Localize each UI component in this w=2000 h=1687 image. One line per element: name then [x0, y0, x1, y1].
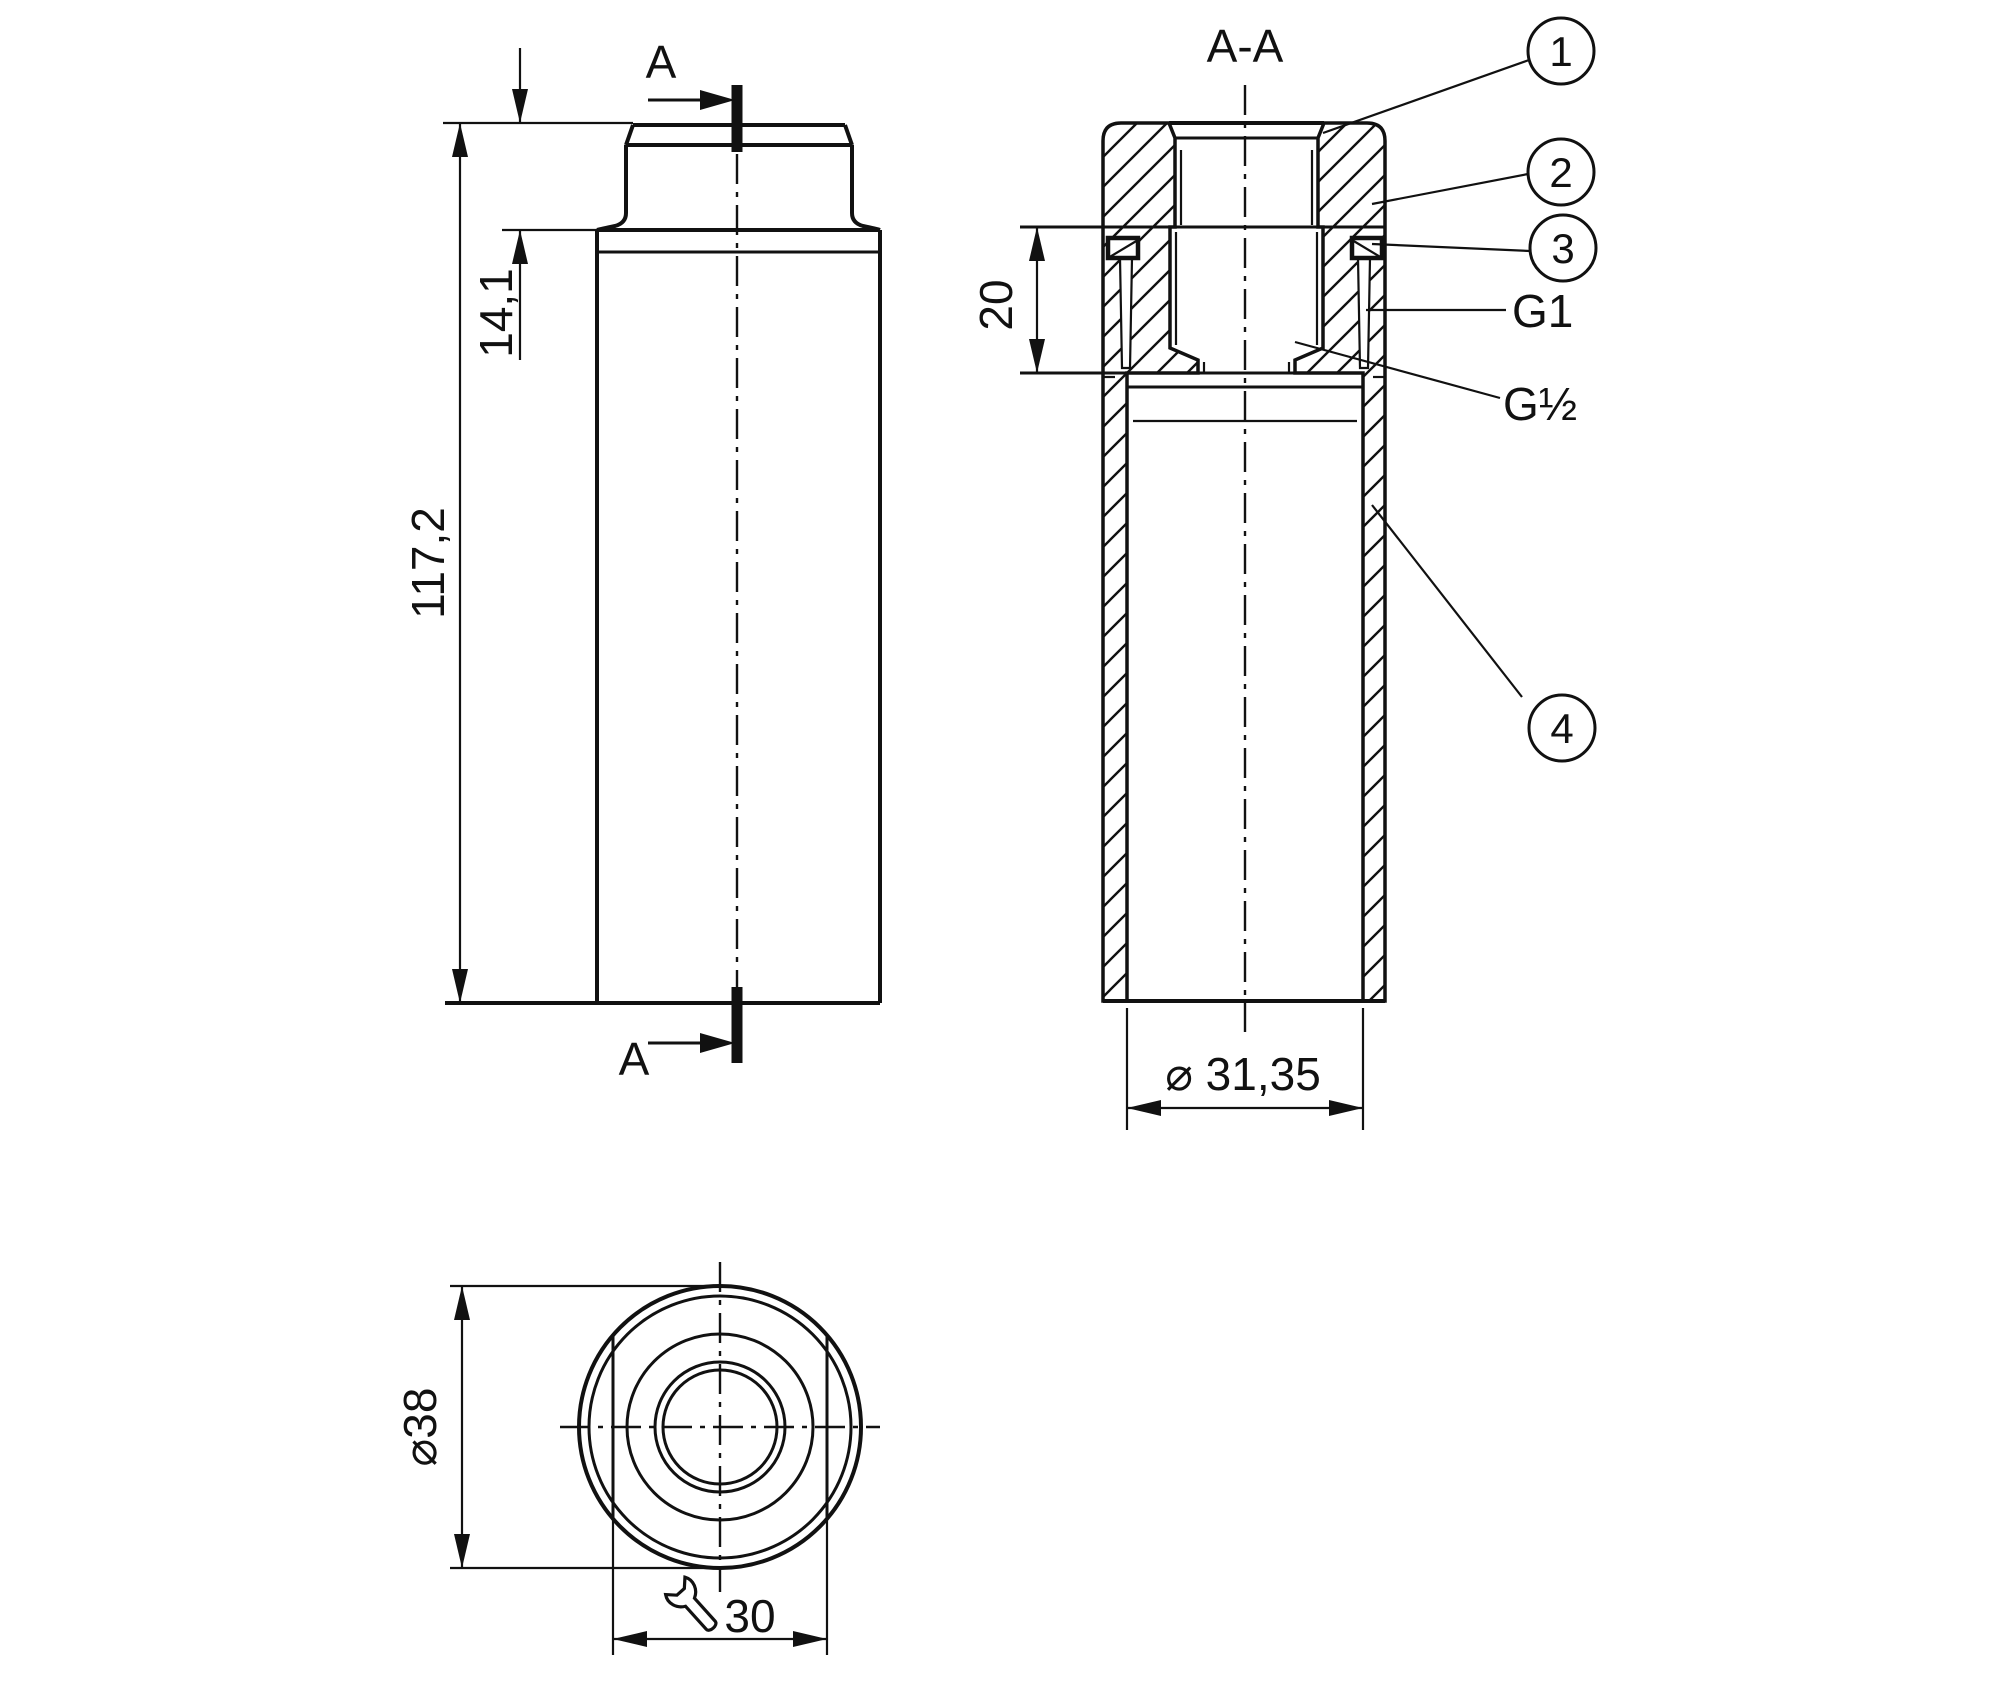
- section-view-title: A-A: [1207, 20, 1284, 72]
- seal-ring-right: [1349, 235, 1385, 261]
- balloon-4-label: 4: [1550, 705, 1573, 752]
- dim-hex-height-label: 14,1: [470, 268, 522, 358]
- front-view: A A 117,2: [402, 36, 882, 1085]
- dim-total-length-label: 117,2: [402, 507, 454, 619]
- thread-relief-left: [1118, 256, 1134, 370]
- section-label-bottom: A: [619, 1033, 650, 1085]
- section-arrow-top: [648, 90, 735, 110]
- balloon-4: [1527, 693, 1597, 763]
- seal-ring-left: [1105, 235, 1141, 261]
- front-view-part-outline: [445, 123, 882, 1005]
- balloon-2: [1526, 137, 1596, 207]
- dim-bore-diameter-label: ⌀ 31,35: [1165, 1048, 1321, 1100]
- dim-outer-diameter-label: ⌀38: [394, 1388, 446, 1467]
- balloon-3-label: 3: [1551, 225, 1574, 272]
- callout-column: 1 2 3 G1 G½ 4: [1294, 16, 1598, 763]
- dim-bore-diameter: ⌀ 31,35: [1125, 1008, 1365, 1130]
- section-internal-edges: [1020, 121, 1385, 1003]
- section-label-top: A: [646, 36, 677, 88]
- thread-label-g1: G1: [1512, 285, 1573, 337]
- balloon-2-label: 2: [1549, 149, 1572, 196]
- balloon-3: [1528, 213, 1598, 283]
- thread-label-g-half: G½: [1503, 378, 1577, 430]
- section-view: A-A: [970, 16, 1598, 1130]
- dim-total-length: 117,2: [402, 121, 633, 1003]
- dim-hex-height: 14,1: [470, 48, 597, 360]
- dim-thread-depth-label: 20: [970, 279, 1022, 330]
- balloon-1-label: 1: [1549, 28, 1572, 75]
- thread-relief-right: [1356, 256, 1372, 370]
- dim-wrench-size-label: 30: [724, 1590, 775, 1642]
- dim-outer-diameter: ⌀38: [394, 1284, 722, 1570]
- wrench-icon: [663, 1575, 718, 1632]
- bottom-view: ⌀38 30: [394, 1262, 880, 1655]
- balloon-1: [1526, 16, 1596, 86]
- section-arrow-bottom: [648, 1033, 735, 1053]
- dim-thread-depth: 20: [970, 227, 1045, 373]
- dim-wrench-size: 30: [611, 1519, 829, 1655]
